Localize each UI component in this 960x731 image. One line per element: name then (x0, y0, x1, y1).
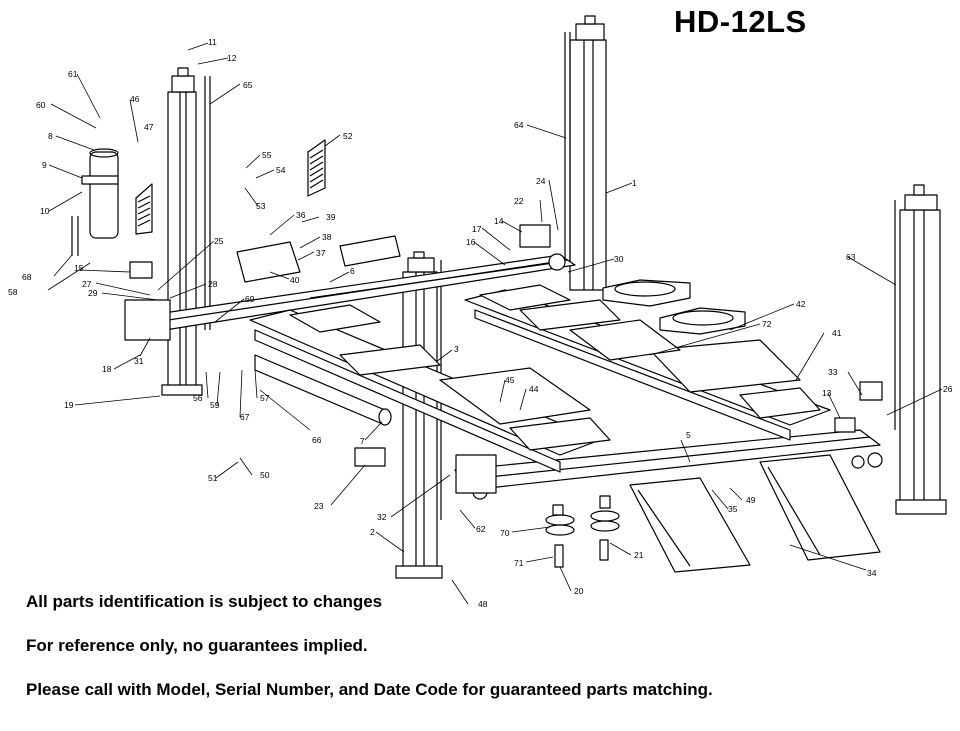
jack-rollers (545, 495, 620, 568)
part-label: 51 (208, 473, 218, 483)
side-plates (236, 235, 401, 283)
part-label: 34 (867, 568, 877, 578)
part-label: 27 (82, 279, 92, 289)
part-label: 25 (214, 236, 224, 246)
part-label: 12 (227, 53, 237, 63)
part-label: 10 (40, 206, 50, 216)
part-label: 67 (240, 412, 250, 422)
slot-covers (135, 139, 326, 235)
part-label: 64 (514, 120, 524, 130)
part-label: 42 (796, 299, 806, 309)
part-label: 21 (634, 550, 644, 560)
part-label: 19 (64, 400, 74, 410)
part-label: 59 (210, 400, 220, 410)
part-label: 32 (377, 512, 387, 522)
front-left-post (395, 251, 443, 579)
model-title: HD-12LS (674, 4, 807, 39)
part-label: 6 (350, 266, 355, 276)
part-label: 30 (614, 254, 624, 264)
part-label: 58 (8, 287, 18, 297)
part-label: 61 (68, 69, 78, 79)
part-label: 28 (208, 279, 218, 289)
part-label: 57 (260, 393, 270, 403)
part-label: 23 (314, 501, 324, 511)
part-label: 3 (454, 344, 459, 354)
part-label: 52 (343, 131, 353, 141)
part-label: 49 (746, 495, 756, 505)
part-label: 24 (536, 176, 546, 186)
part-label: 60 (36, 100, 46, 110)
hydraulic-cylinder (81, 148, 119, 239)
part-label: 39 (326, 212, 336, 222)
front-right-post (894, 184, 947, 515)
part-label: 1 (632, 178, 637, 188)
turntables (602, 279, 746, 335)
part-label: 44 (529, 384, 539, 394)
disclaimer-changes: All parts identification is subject to c… (26, 592, 383, 611)
part-label: 45 (505, 375, 515, 385)
part-label: 62 (476, 524, 486, 534)
left-runway (249, 304, 611, 473)
part-label: 41 (832, 328, 842, 338)
part-label: 26 (943, 384, 953, 394)
part-label: 40 (290, 275, 300, 285)
part-label: 5 (686, 430, 691, 440)
part-label: 22 (514, 196, 524, 206)
part-label: 48 (478, 599, 488, 609)
leader-lines (47, 42, 943, 605)
part-label: 14 (494, 216, 504, 226)
part-label: 71 (514, 558, 524, 568)
part-label: 72 (762, 319, 772, 329)
rear-right-post (564, 15, 607, 291)
disclaimer-contact: Please call with Model, Serial Number, a… (26, 680, 713, 699)
part-label: 8 (48, 131, 53, 141)
part-label: 17 (472, 224, 482, 234)
part-label: 46 (130, 94, 140, 104)
part-label: 7 (360, 436, 365, 446)
part-label: 31 (134, 356, 144, 366)
part-label: 29 (88, 288, 98, 298)
part-label: 56 (193, 393, 203, 403)
part-label: 53 (256, 201, 266, 211)
part-label: 35 (728, 504, 738, 514)
disclaimer-reference: For reference only, no guarantees implie… (26, 636, 368, 655)
part-label: 66 (312, 435, 322, 445)
part-label: 38 (322, 232, 332, 242)
front-ramps (629, 454, 881, 573)
part-label: 69 (245, 294, 255, 304)
part-label: 16 (466, 237, 476, 247)
right-runway (464, 284, 831, 441)
part-label: 68 (22, 272, 32, 282)
part-label: 54 (276, 165, 286, 175)
part-label: 63 (846, 252, 856, 262)
part-label: 50 (260, 470, 270, 480)
part-label: 18 (102, 364, 112, 374)
rear-left-post (161, 67, 211, 396)
misc-brackets (71, 216, 883, 500)
part-label: 11 (208, 37, 217, 47)
part-label: 55 (262, 150, 272, 160)
part-label: 13 (822, 388, 832, 398)
part-label: 20 (574, 586, 584, 596)
part-label: 9 (42, 160, 47, 170)
rubber-pipe (254, 354, 392, 426)
part-labels: 1 2 3 5 6 7 8 9 10 11 12 13 14 15 16 17 … (8, 37, 953, 609)
part-label: 37 (316, 248, 326, 258)
part-label: 70 (500, 528, 510, 538)
part-label: 65 (243, 80, 253, 90)
part-label: 33 (828, 367, 838, 377)
part-label: 15 (74, 263, 84, 273)
part-label: 2 (370, 527, 375, 537)
part-label: 36 (296, 210, 306, 220)
part-label: 47 (144, 122, 154, 132)
